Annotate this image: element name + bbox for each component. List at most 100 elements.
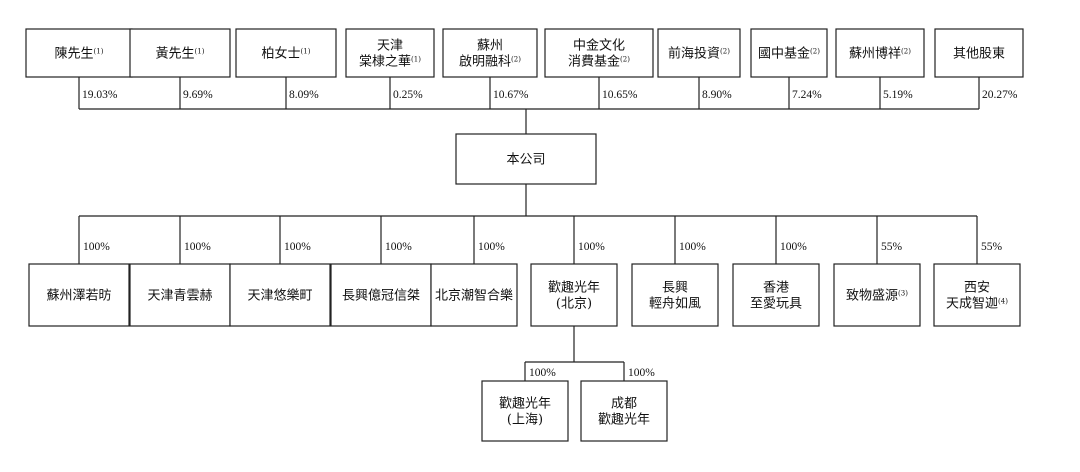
shareholder-box-label: 國中基金(2) <box>758 46 820 62</box>
shareholder-box-footnote: (1) <box>195 48 205 56</box>
shareholder-box-frame <box>835 28 925 78</box>
subsidiary-box-frame <box>129 263 231 327</box>
shareholder-box: 前海投資(2) <box>657 28 741 78</box>
subsidiary-box: 天津悠樂町 <box>229 263 331 327</box>
subsidiary-box-label: (北京) <box>556 297 592 312</box>
grandchild-box-frame <box>580 380 668 442</box>
subsidiary-box-label: 天成智迦(4) <box>946 297 1008 312</box>
shareholder-box: 國中基金(2) <box>750 28 828 78</box>
subsidiary-percentage: 100% <box>284 241 311 253</box>
subsidiary-percentage: 55% <box>881 241 903 253</box>
shareholder-box-footnote: (1) <box>94 48 104 56</box>
grandchild-box-label: 成都 <box>611 397 637 412</box>
shareholding-percentage: 10.67% <box>493 89 529 101</box>
subsidiary-box-footnote: (3) <box>898 290 908 298</box>
shareholder-box-footnote: (2) <box>720 48 730 56</box>
subsidiary-percentage: 55% <box>981 241 1003 253</box>
shareholder-box-footnote: (2) <box>511 56 521 64</box>
shareholder-box: 其他股東 <box>934 28 1024 78</box>
subsidiary-box-label: 香港 <box>763 281 789 296</box>
subsidiary-box-frame <box>28 263 130 327</box>
subsidiary-box-label: 致物盛源(3) <box>846 289 908 304</box>
shareholder-box-label: 消費基金(2) <box>568 54 630 70</box>
shareholding-percentage: 10.65% <box>602 89 638 101</box>
shareholding-percentage: 5.19% <box>883 89 913 101</box>
subsidiary-box-label: 歡趣光年 <box>548 281 600 296</box>
subsidiary-box-frame <box>530 263 618 327</box>
subsidiary-percentage: 100% <box>478 241 505 253</box>
shareholder-box-label: 棠棣之華(1) <box>359 55 421 70</box>
shareholding-percentage: 8.90% <box>702 89 732 101</box>
shareholder-box-label: 天津 <box>377 39 403 54</box>
subsidiary-box: 長興億冠信桀 <box>330 263 432 327</box>
shareholder-box-footnote: (2) <box>901 48 911 56</box>
subsidiary-box-frame <box>732 263 820 327</box>
shareholder-box-label: 黃先生(1) <box>156 47 205 62</box>
subsidiary-box-frame <box>631 263 719 327</box>
shareholder-box-footnote: (2) <box>810 48 820 56</box>
grandchild-box-frame <box>481 380 569 442</box>
company-box-frame <box>455 133 597 185</box>
subsidiary-box-label: 蘇州澤若昉 <box>46 288 111 304</box>
grandchild-box: 歡趣光年(上海) <box>481 380 569 442</box>
subsidiary-percentage: 100% <box>679 241 706 253</box>
shareholder-box-frame <box>235 28 337 78</box>
subsidiary-box-label: 長興 <box>662 281 688 296</box>
subsidiary-box: 致物盛源(3) <box>833 263 921 327</box>
shareholder-box-label: 其他股東 <box>953 46 1005 62</box>
shareholder-box-frame <box>129 28 231 78</box>
shareholder-box-label: 中金文化 <box>573 38 625 54</box>
shareholding-percentage: 19.03% <box>82 89 118 101</box>
shareholding-percentage: 20.27% <box>982 89 1018 101</box>
subsidiary-box-frame <box>933 263 1021 327</box>
subsidiary-box: 蘇州澤若昉 <box>28 263 130 327</box>
grandchild-percentage: 100% <box>628 367 655 379</box>
shareholder-box: 柏女士(1) <box>235 28 337 78</box>
subsidiary-box-label: 至愛玩具 <box>750 297 802 312</box>
shareholder-box: 黃先生(1) <box>129 28 231 78</box>
shareholder-box: 陳先生(1) <box>25 28 133 78</box>
subsidiary-box: 天津青雲赫 <box>129 263 231 327</box>
grandchild-box-label: (上海) <box>507 413 543 428</box>
grandchild-percentage: 100% <box>529 367 556 379</box>
shareholder-box-frame <box>657 28 741 78</box>
subsidiary-box-frame <box>833 263 921 327</box>
shareholder-box-label: 前海投資(2) <box>668 46 730 62</box>
subsidiary-box-footnote: (4) <box>998 298 1008 306</box>
subsidiary-box-frame <box>229 263 331 327</box>
subsidiary-box-label: 北京潮智合樂 <box>435 288 513 304</box>
shareholder-box-label: 啟明融科(2) <box>459 55 521 70</box>
shareholder-box-footnote: (1) <box>411 56 421 64</box>
subsidiary-percentage: 100% <box>385 241 412 253</box>
subsidiary-box-frame <box>330 263 432 327</box>
subsidiary-percentage: 100% <box>184 241 211 253</box>
shareholder-box-footnote: (2) <box>620 56 630 64</box>
shareholding-percentage: 8.09% <box>289 89 319 101</box>
grandchild-box-label: 歡趣光年 <box>598 413 650 428</box>
shareholder-box-footnote: (1) <box>301 48 311 56</box>
subsidiary-box-label: 長興億冠信桀 <box>342 288 420 304</box>
subsidiary-box-label: 天津悠樂町 <box>247 288 312 304</box>
subsidiary-box-label: 輕舟如風 <box>649 296 701 312</box>
subsidiary-percentage: 100% <box>578 241 605 253</box>
shareholding-percentage: 9.69% <box>183 89 213 101</box>
subsidiary-box: 北京潮智合樂 <box>430 263 518 327</box>
subsidiary-box-frame <box>430 263 518 327</box>
subsidiary-percentage: 100% <box>780 241 807 253</box>
subsidiary-box-label: 天津青雲赫 <box>147 289 212 304</box>
shareholding-percentage: 7.24% <box>792 89 822 101</box>
company-box-label: 本公司 <box>506 153 545 168</box>
subsidiary-percentage: 100% <box>83 241 110 253</box>
shareholding-percentage: 0.25% <box>393 89 423 101</box>
shareholder-box-frame <box>25 28 133 78</box>
subsidiary-box: 歡趣光年(北京) <box>530 263 618 327</box>
shareholder-box-label: 柏女士(1) <box>262 46 311 62</box>
shareholder-box-label: 陳先生(1) <box>55 47 104 62</box>
